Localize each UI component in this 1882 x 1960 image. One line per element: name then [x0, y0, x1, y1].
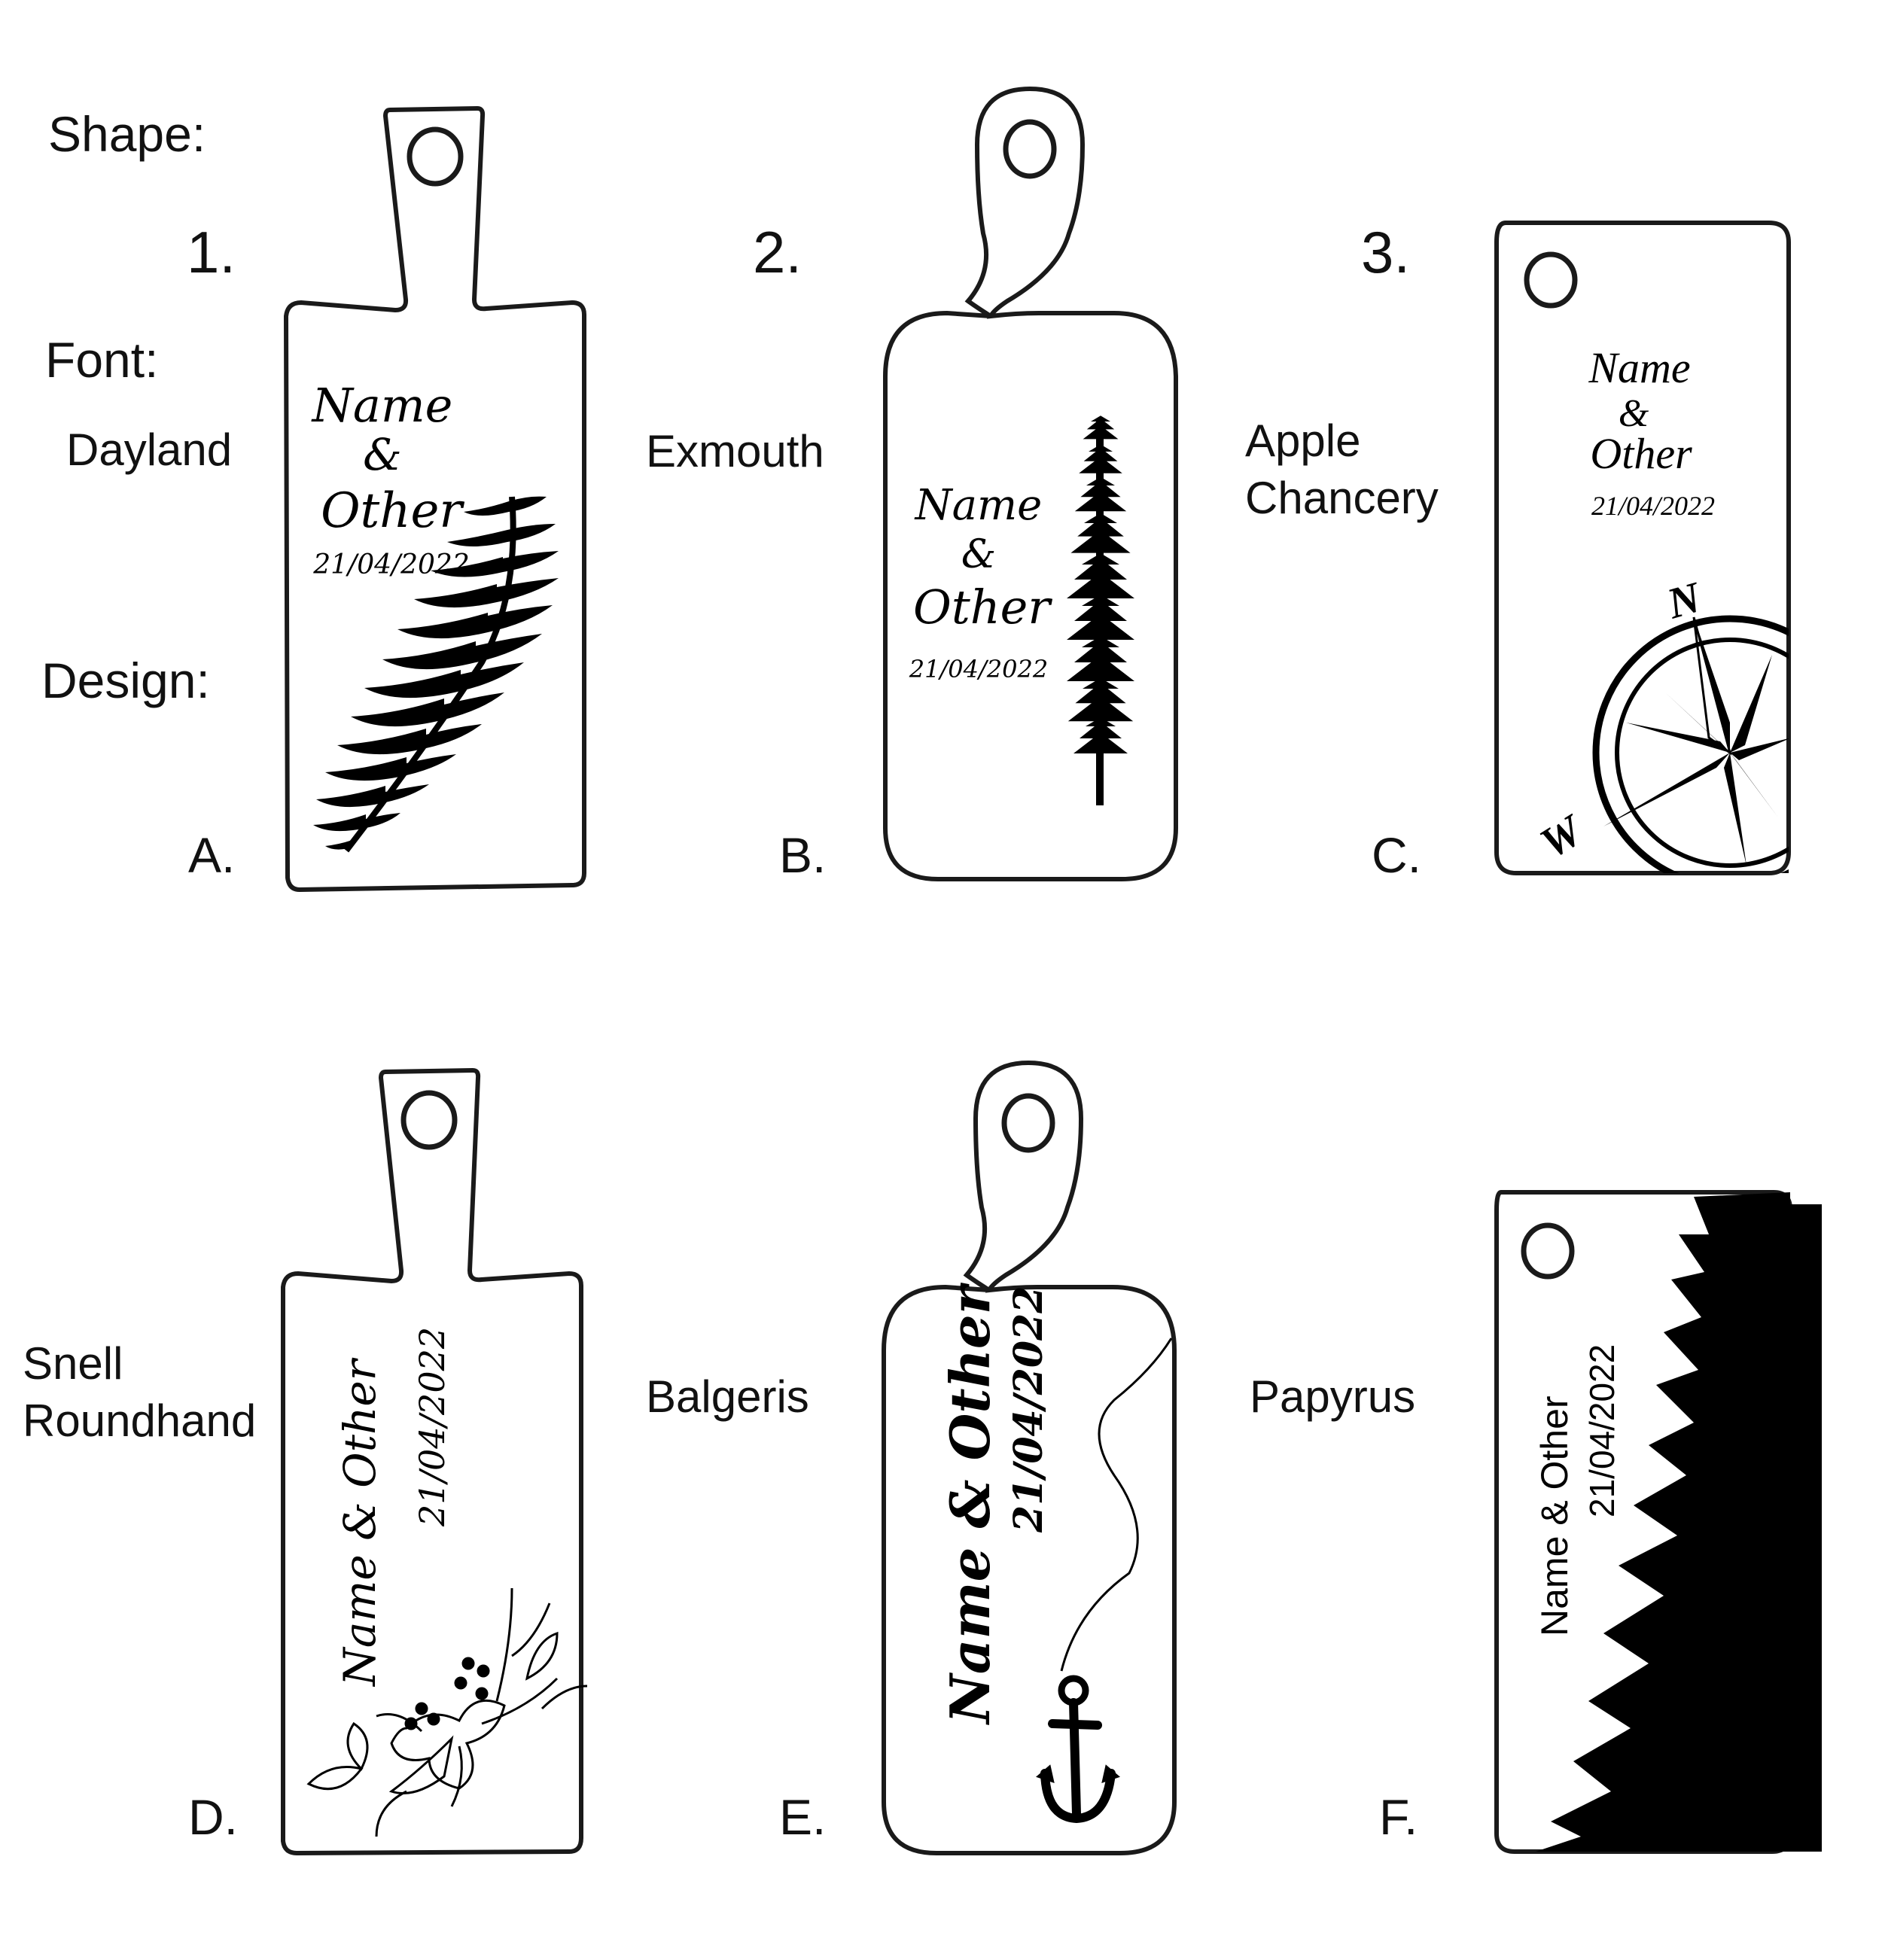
- font-name-apple-chancery: Apple Chancery: [1245, 415, 1439, 523]
- engraving-date-3c: 21/04/2022: [1591, 491, 1715, 521]
- shape-number-2: 2.: [753, 219, 802, 285]
- engraving-date-3f: 21/04/2022: [1582, 1344, 1622, 1517]
- font-name-papyrus: Papyrus: [1250, 1371, 1416, 1422]
- board-2b: Name & Other 21/04/2022: [883, 86, 1178, 881]
- engraving-name-2b: Name: [914, 481, 1043, 530]
- compass-west: W: [1531, 805, 1592, 868]
- engraving-other-2b: Other: [913, 580, 1052, 635]
- design-letter-e: E.: [779, 1789, 827, 1845]
- hang-hole-3c: [1524, 251, 1578, 309]
- board-outline-1d: [281, 1067, 583, 1856]
- engraving-amp-1a: &: [363, 429, 402, 480]
- shape-number-1: 1.: [187, 219, 236, 285]
- board-2e: Name & Other 21/04/2022: [882, 1060, 1177, 1855]
- anchor-icon: [1036, 1675, 1120, 1824]
- forest-icon: [1536, 1192, 1822, 1852]
- anchor-rope: [1060, 1338, 1173, 1672]
- hang-hole-1d: [400, 1090, 458, 1150]
- font-name-dayland: Dayland: [66, 425, 233, 475]
- shape-label: Shape:: [48, 106, 206, 162]
- compass-north: N: [1661, 572, 1707, 628]
- compass-rose-icon: [1592, 615, 1789, 873]
- design-letter-b: B.: [779, 827, 827, 883]
- board-1d: Name & Other 21/04/2022: [281, 1067, 588, 1856]
- engraving-date-1a: 21/04/2022: [312, 549, 470, 580]
- design-label: Design:: [41, 653, 210, 708]
- hang-hole-3f: [1521, 1222, 1575, 1280]
- font-name-snell-roundhand: Snell Roundhand: [23, 1338, 257, 1446]
- shape-number-3: 3.: [1361, 219, 1411, 285]
- engraving-amp-2b: &: [961, 532, 996, 577]
- engraving-name-1a: Name: [311, 378, 453, 433]
- engraving-other-3c: Other: [1590, 429, 1692, 478]
- engraving-date-2b: 21/04/2022: [909, 655, 1048, 683]
- engraving-other-1a: Other: [321, 483, 464, 539]
- font-name-exmouth: Exmouth: [646, 426, 824, 476]
- hang-hole-2e: [1001, 1093, 1055, 1153]
- font-name-balgeris: Balgeris: [646, 1371, 809, 1422]
- design-letter-c: C.: [1372, 827, 1421, 883]
- font-label: Font:: [45, 332, 159, 388]
- design-letter-a: A.: [188, 827, 236, 883]
- board-outline-3c: [1494, 221, 1791, 875]
- board-1a: Name & Other 21/04/2022: [283, 105, 586, 893]
- pine-tree-icon: [1067, 415, 1134, 805]
- design-letter-d: D.: [188, 1789, 238, 1845]
- floral-icon: [306, 1587, 588, 1837]
- board-outline-2e: [882, 1060, 1177, 1855]
- engraving-date-1d: 21/04/2022: [412, 1327, 452, 1527]
- board-3c: Name & Other 21/04/2022 N W: [1494, 221, 1791, 875]
- engraving-combined-2e: Name & Other: [938, 1282, 1002, 1725]
- fern-icon: [313, 496, 559, 853]
- board-outline-1a: [283, 105, 586, 893]
- engraving-date-2e: 21/04/2022: [1006, 1286, 1052, 1533]
- engraving-name-3c: Name: [1588, 343, 1690, 392]
- engraving-combined-1d: Name & Other: [334, 1357, 385, 1688]
- engraving-combined-3f: Name & Other: [1533, 1395, 1576, 1636]
- engraving-amp-3c: &: [1619, 392, 1649, 435]
- hang-hole-2b: [1003, 119, 1057, 179]
- design-letter-f: F.: [1379, 1789, 1418, 1845]
- board-outline-2b: [883, 86, 1178, 881]
- hang-hole-1a: [407, 126, 464, 187]
- board-3f: Name & Other 21/04/2022: [1494, 1190, 1822, 1854]
